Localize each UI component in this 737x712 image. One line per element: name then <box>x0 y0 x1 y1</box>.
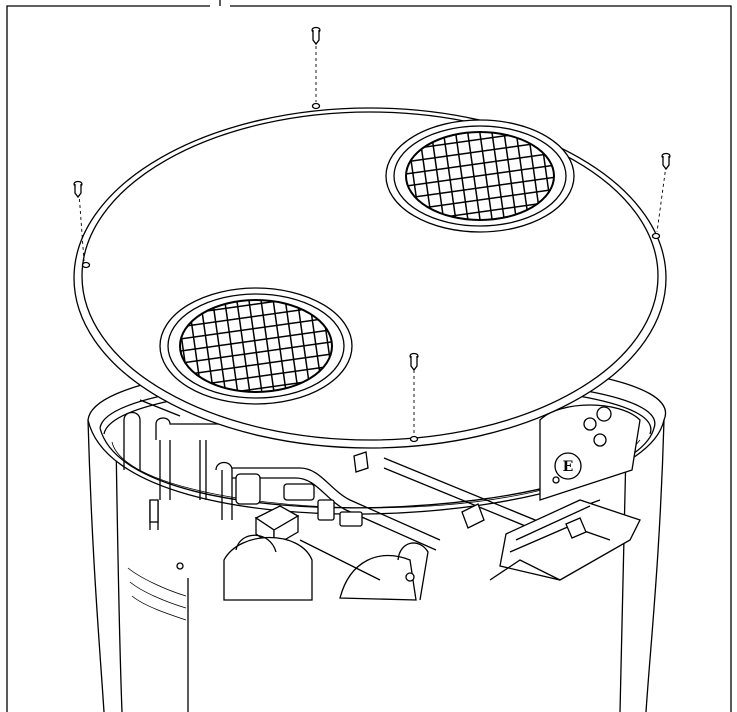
lid-icon <box>73 102 667 449</box>
panel-badge-letter: E <box>563 459 574 475</box>
frame-border <box>6 5 732 712</box>
screw-icon <box>73 26 671 436</box>
vent-grille-icon <box>159 119 575 405</box>
panel-badge <box>554 452 582 480</box>
interior-components: E <box>123 399 641 601</box>
